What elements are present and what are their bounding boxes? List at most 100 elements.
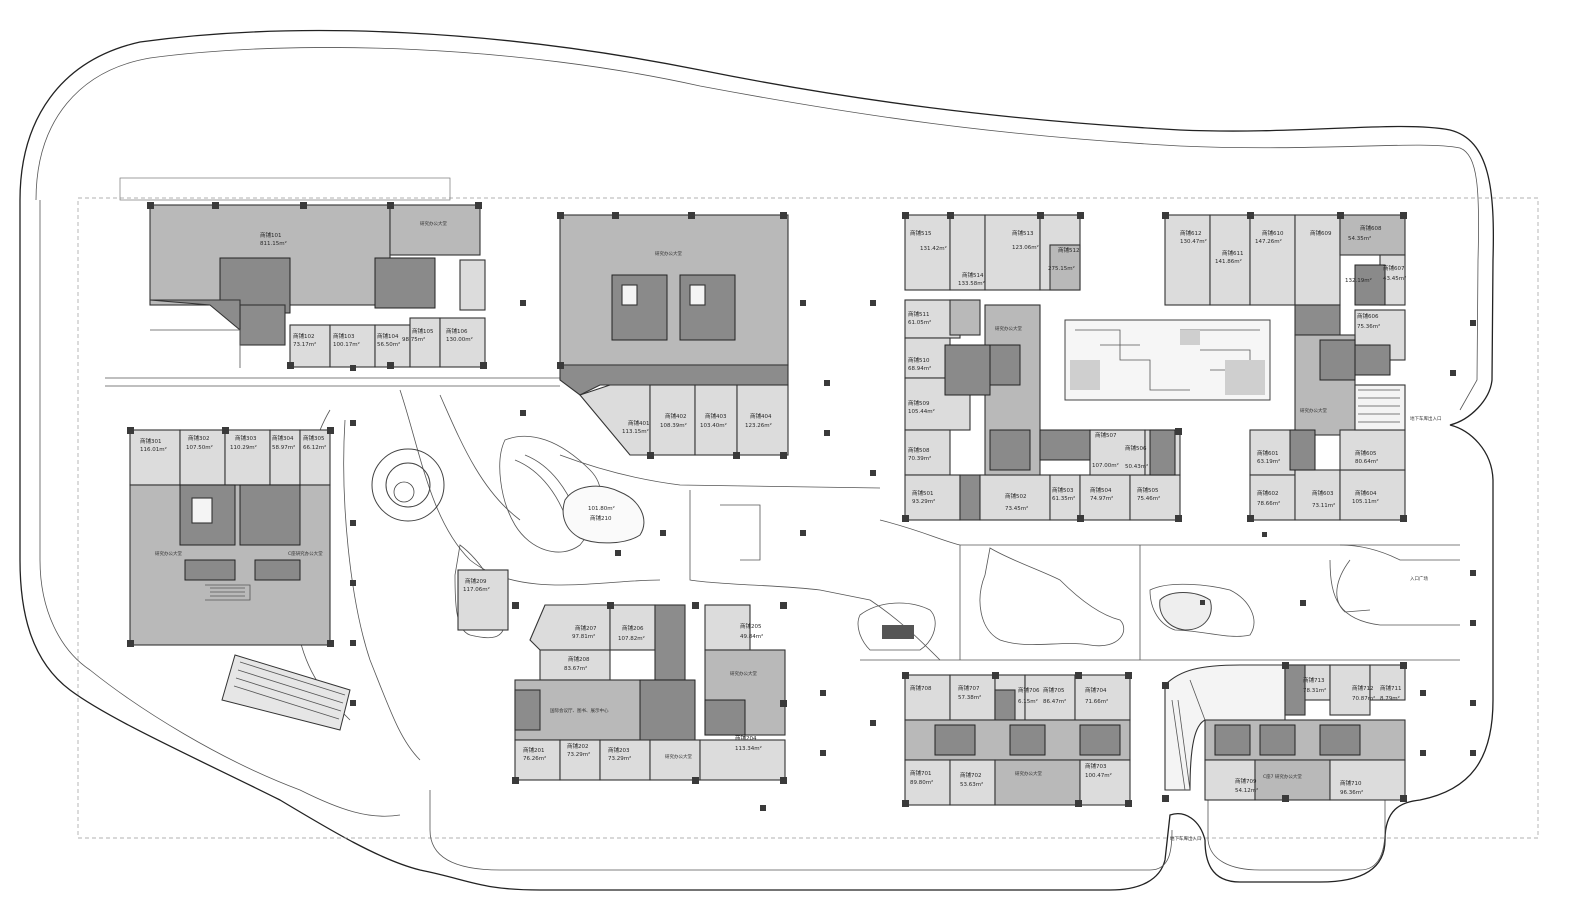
unit-506-label: 商铺506 <box>1125 444 1147 452</box>
unit-302-label: 商铺302 <box>188 434 210 442</box>
unit-706-label: 商铺706 <box>1018 686 1040 694</box>
building-4: 商铺612 130.47m² 商铺611 141.86m² 商铺610 147.… <box>1162 212 1442 582</box>
unit-204-area: 113.34m² <box>735 745 762 752</box>
unit-304-label: 商铺304 <box>272 434 294 442</box>
unit-513-label: 商铺513 <box>1012 229 1034 237</box>
unit-205-label: 商铺205 <box>740 622 762 630</box>
unit-501-area: 93.29m² <box>912 498 935 505</box>
unit-204-label: 商铺204 <box>735 734 757 742</box>
unit-712-label: 商铺712 <box>1352 684 1374 692</box>
unit-509-area: 105.44m² <box>908 408 935 415</box>
unit-504-area: 74.97m² <box>1090 495 1113 502</box>
site-boundary <box>19 29 1539 891</box>
unit-601-area: 63.19m² <box>1257 458 1280 465</box>
unit-514-area: 133.58m² <box>958 280 985 287</box>
unit-102-label: 商铺102 <box>293 332 315 340</box>
unit-101-label: 商铺101 <box>260 231 282 239</box>
unit-506-area: 50.43m² <box>1125 463 1148 470</box>
unit-402-area: 108.39m² <box>660 422 687 429</box>
unit-508-area: 70.39m² <box>908 455 931 462</box>
unit-610-label: 商铺610 <box>1262 229 1284 237</box>
building-6: 商铺207 97.81m² 商铺206 107.82m² 商铺205 49.84… <box>512 602 787 784</box>
unit-603-label: 商铺603 <box>1312 489 1334 497</box>
unit-202-area: 73.29m² <box>567 751 590 758</box>
unit-607-label: 商铺607 <box>1383 264 1405 272</box>
unit-605-area: 80.64m² <box>1355 458 1378 465</box>
unit-209-label: 商铺209 <box>465 577 487 585</box>
unit-702-area: 53.63m² <box>960 781 983 788</box>
unit-202-label: 商铺202 <box>567 742 589 750</box>
unit-511-area: 61.05m² <box>908 319 931 326</box>
unit-105-label: 商铺105 <box>412 327 434 335</box>
unit-505-label: 商铺505 <box>1137 486 1159 494</box>
hall-b5-label: 研究办公大堂 <box>155 550 182 557</box>
unit-704-label: 商铺704 <box>1085 686 1107 694</box>
hall-b4-label: 研究办公大堂 <box>1300 407 1327 414</box>
unit-611-area: 141.86m² <box>1215 258 1242 265</box>
unit-609-label: 商铺609 <box>1310 229 1332 237</box>
unit-606-area: 75.36m² <box>1357 323 1380 330</box>
hall-b2-label: 研究办公大堂 <box>655 250 682 257</box>
unit-607-area: 43.45m² <box>1383 275 1406 282</box>
unit-203-label: 商铺203 <box>608 746 630 754</box>
unit-608-area: 54.35m² <box>1348 235 1371 242</box>
building-1: 商铺101 811.15m² 研究办公大堂 商铺102 73.17m² 商铺10… <box>119 177 487 369</box>
unit-501-label: 商铺501 <box>912 489 934 497</box>
roundabout <box>371 448 445 522</box>
unit-106-area: 130.00m² <box>446 336 473 343</box>
kiosks: 商铺209 117.06m² 101.80m² 商铺210 <box>457 505 615 631</box>
plaza-columns <box>350 300 1476 811</box>
hall-b8-label: C座7 研究办公大堂 <box>1263 773 1302 780</box>
unit-104-label: 商铺104 <box>377 332 399 340</box>
unit-701-label: 商铺701 <box>910 769 932 777</box>
hall-b6-label-2: 研究办公大堂 <box>665 753 692 760</box>
unit-104-area: 56.50m² <box>377 341 400 348</box>
unit-604-area: 105.11m² <box>1352 498 1379 505</box>
unit-603-area: 73.11m² <box>1312 502 1335 509</box>
unit-706-area: 6.15m² <box>1018 698 1038 705</box>
unit-301-area: 116.01m² <box>140 446 167 453</box>
unit-606-label: 商铺606 <box>1357 312 1379 320</box>
unit-201-area: 76.26m² <box>523 755 546 762</box>
unit-206-label: 商铺206 <box>622 624 644 632</box>
unit-707-label: 商铺707 <box>958 684 980 692</box>
unit-303-label: 商铺303 <box>235 434 257 442</box>
unit-709-label: 商铺709 <box>1235 777 1257 785</box>
unit-513-area: 123.06m² <box>1012 244 1039 251</box>
unit-702-label: 商铺702 <box>960 771 982 779</box>
unit-713-area: 78.31m² <box>1303 687 1326 694</box>
unit-515-area: 131.42m² <box>920 245 947 252</box>
unit-205-area: 49.84m² <box>740 633 763 640</box>
unit-102-area: 73.17m² <box>293 341 316 348</box>
unit-304-area: 58.97m² <box>272 444 295 451</box>
unit-711-area: 8.79m² <box>1380 695 1400 702</box>
unit-404-area: 123.26m² <box>745 422 772 429</box>
unit-604-label: 商铺604 <box>1355 489 1377 497</box>
bottom-entrance-label: 地下车库出入口 <box>1170 835 1202 842</box>
unit-403-label: 商铺403 <box>705 412 727 420</box>
unit-515-label: 商铺515 <box>910 229 932 237</box>
unit-612-area: 130.47m² <box>1180 238 1207 245</box>
building-3: 商铺515 131.42m² 商铺514 133.58m² 商铺513 123.… <box>902 212 1271 522</box>
unit-103-area: 100.17m² <box>333 341 360 348</box>
unit-103-label: 商铺103 <box>333 332 355 340</box>
unit-206-area: 107.82m² <box>618 635 645 642</box>
unit-301-label: 商铺301 <box>140 437 162 445</box>
building-2: 研究办公大堂 商铺401 113.15m² 商铺402 108.39m² 商铺4… <box>557 212 830 459</box>
unit-207-area: 97.81m² <box>572 633 595 640</box>
unit-512-label: 商铺512 <box>1058 246 1080 254</box>
unit-711-label: 商铺711 <box>1380 684 1402 692</box>
unit-710-label: 商铺710 <box>1340 779 1362 787</box>
unit-509-label: 商铺509 <box>908 399 930 407</box>
unit-710-area: 96.36m² <box>1340 789 1363 796</box>
unit-503-area: 61.35m² <box>1052 495 1075 502</box>
unit-514-label: 商铺514 <box>962 271 984 279</box>
building-5: 商铺301 116.01m² 商铺302 107.50m² 商铺303 110.… <box>127 420 356 731</box>
hall-b3-label: 研究办公大堂 <box>995 325 1022 332</box>
unit-705-label: 商铺705 <box>1043 686 1065 694</box>
unit-605-label: 商铺605 <box>1355 449 1377 457</box>
unit-703-label: 商铺703 <box>1085 762 1107 770</box>
unit-609-area: 132.19m² <box>1345 277 1372 284</box>
unit-105-area: 98.75m² <box>402 336 425 343</box>
